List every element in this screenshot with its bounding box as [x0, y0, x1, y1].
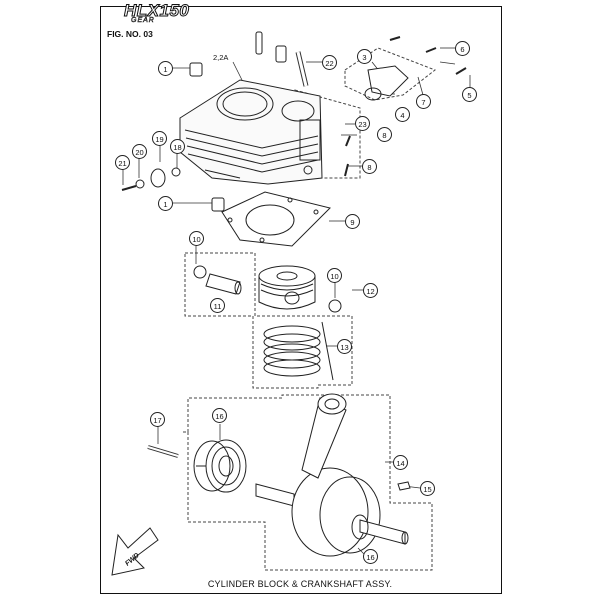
callout-10-left: 10	[189, 231, 204, 246]
callout-6: 6	[455, 41, 470, 56]
circlip-10-left	[193, 265, 207, 279]
callout-3: 3	[357, 49, 372, 64]
callout-22: 22	[322, 55, 337, 70]
callout-7: 7	[416, 94, 431, 109]
callout-1-bottom: 1	[158, 196, 173, 211]
callout-13: 13	[337, 339, 352, 354]
bolts	[121, 36, 467, 191]
tensioner-group-box	[344, 47, 437, 101]
diagram-frame	[100, 6, 502, 594]
washers-18-19-20	[135, 167, 181, 189]
callout-19: 19	[152, 131, 167, 146]
pin-17	[147, 445, 179, 458]
piston-pin-11	[205, 273, 242, 295]
callout-18: 18	[170, 139, 185, 154]
pins-2-2a	[255, 31, 287, 63]
callout-10-right: 10	[327, 268, 342, 283]
pin-1-bottom	[211, 197, 225, 212]
bearing-16-left	[193, 439, 247, 493]
diagram-caption: CYLINDER BLOCK & CRANKSHAFT ASSY.	[207, 579, 393, 589]
callout-14: 14	[393, 455, 408, 470]
callout-20: 20	[132, 144, 147, 159]
callout-4: 4	[395, 107, 410, 122]
circlip-10-right	[328, 299, 342, 313]
rod-22	[295, 51, 309, 87]
callout-8-a: 8	[377, 127, 392, 142]
cylinder-gasket-9	[221, 191, 331, 247]
brand-logo-subtitle: GEAR	[131, 17, 155, 25]
crank-group-box	[183, 394, 433, 571]
pin-1-top	[189, 62, 203, 77]
brand-logo: HLX150	[123, 1, 190, 21]
callout-12: 12	[363, 283, 378, 298]
callout-8-b: 8	[362, 159, 377, 174]
callout-9: 9	[345, 214, 360, 229]
callout-11: 11	[210, 298, 225, 313]
cylinder-block-drawing	[179, 79, 323, 185]
callout-1-top: 1	[158, 61, 173, 76]
crankshaft-14	[255, 393, 409, 557]
tensioner-assembly-4	[364, 65, 409, 101]
piston-group-box	[184, 252, 353, 389]
callout-16-top: 16	[212, 408, 227, 423]
piston-12	[258, 265, 316, 310]
callout-21: 21	[115, 155, 130, 170]
callout-17: 17	[150, 412, 165, 427]
callout-16-bottom: 16	[363, 549, 378, 564]
callout-23: 23	[355, 116, 370, 131]
callout-5: 5	[462, 87, 477, 102]
piston-rings-13	[263, 321, 334, 381]
sub-part-label: 2,2A	[213, 53, 229, 62]
callout-15: 15	[420, 481, 435, 496]
figure-number: FIG. NO. 03	[107, 29, 153, 39]
key-15	[397, 481, 411, 491]
